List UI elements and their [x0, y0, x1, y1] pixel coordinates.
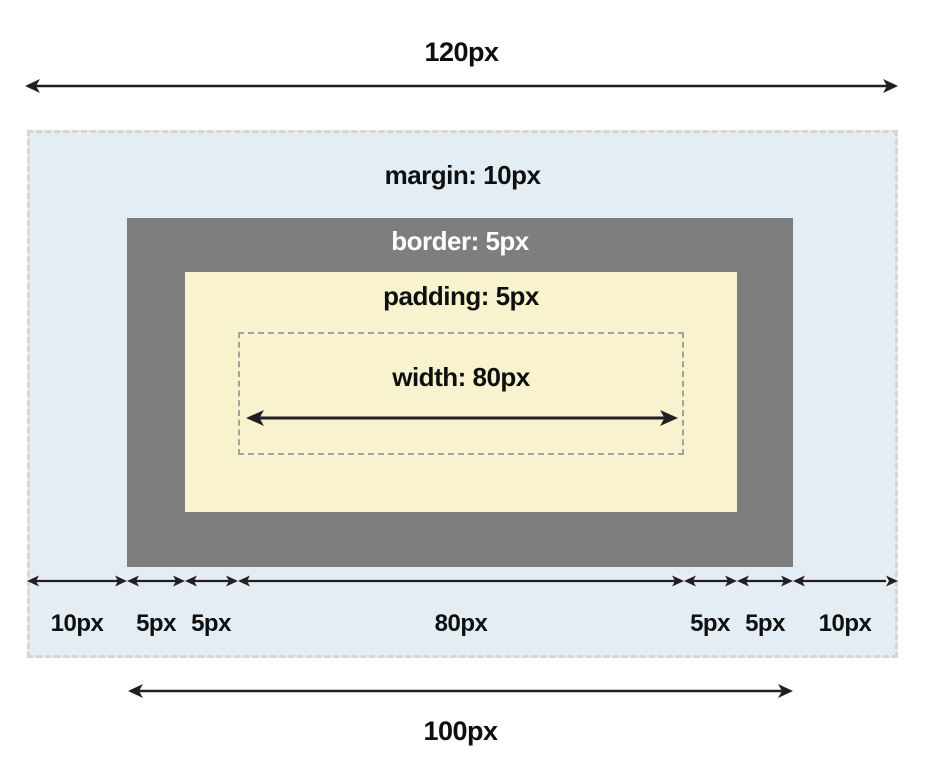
border-label: border: 5px — [391, 226, 529, 256]
measure-label-border-right: 5px — [745, 610, 785, 637]
content-width-label: width: 80px — [392, 362, 530, 392]
border-box-width-arrow — [128, 684, 793, 698]
total-width-label: 120px — [424, 37, 499, 67]
content-area-box — [238, 332, 684, 455]
measure-label-padding-right: 5px — [690, 610, 730, 637]
measure-label-padding-left: 5px — [191, 610, 231, 637]
measure-label-border-left: 5px — [136, 610, 176, 637]
total-width-arrow — [25, 79, 898, 93]
margin-label: margin: 10px — [384, 160, 541, 190]
border-box-width-label: 100px — [423, 716, 498, 746]
measure-label-margin-right: 10px — [818, 610, 872, 637]
padding-label: padding: 5px — [383, 281, 539, 311]
padding-area-box — [185, 272, 737, 512]
measure-label-content: 80px — [434, 610, 488, 637]
measure-label-margin-left: 10px — [50, 610, 104, 637]
